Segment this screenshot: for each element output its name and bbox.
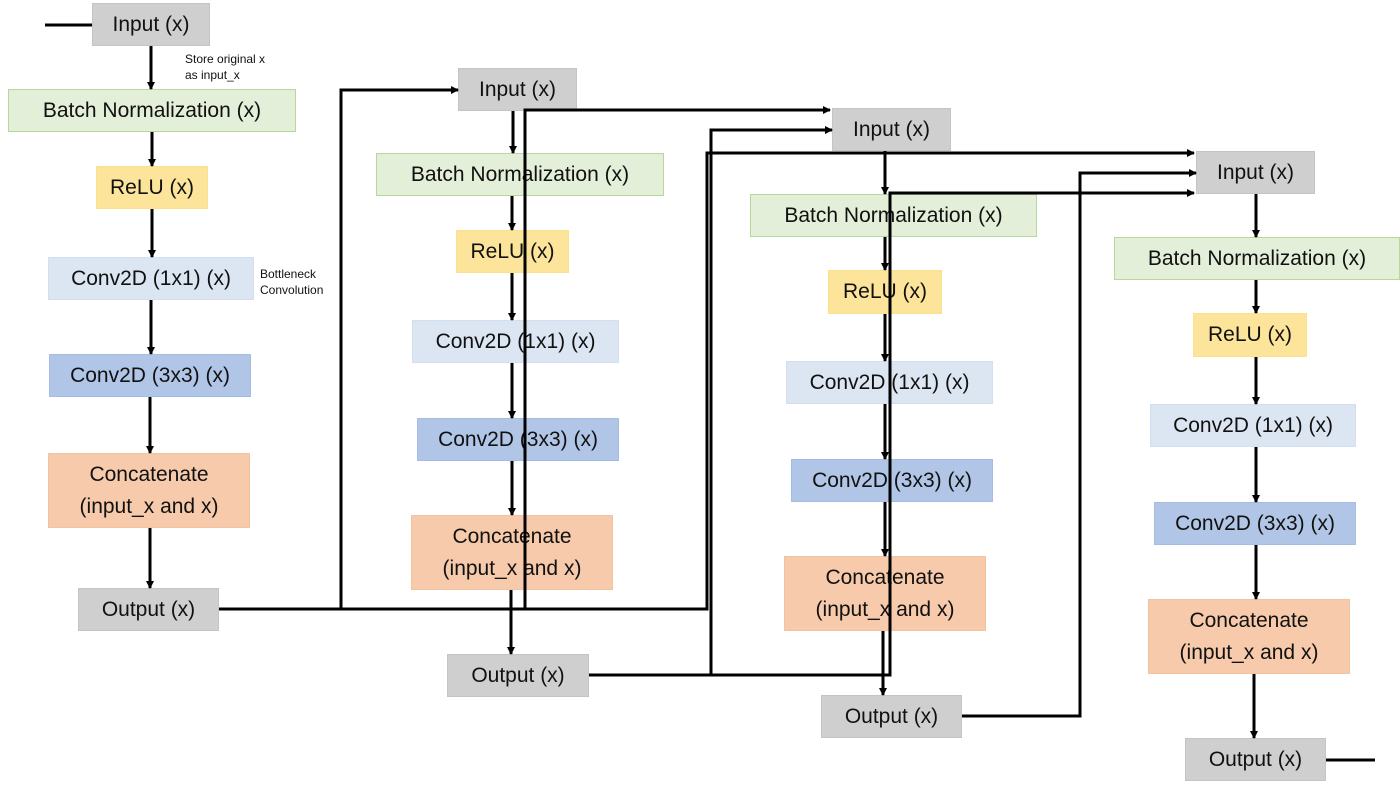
block1-concat-label-line1: Concatenate [89,463,209,486]
block2-output-node: Output (x) [447,654,589,697]
block1-relu-label: ReLU (x) [109,175,194,199]
block3-batch-norm-label: Batch Normalization (x) [784,203,1003,227]
block3-conv1x1-label: Conv2D (1x1) (x) [809,370,970,394]
block2-conv3x3-label: Conv2D (3x3) (x) [438,427,598,451]
block4-conv3x3-label: Conv2D (3x3) (x) [1175,511,1335,535]
block4-concat-label-line2: (input_x and x) [1179,640,1319,664]
block3-input-node: Input (x) [832,108,951,151]
block1-relu-node: ReLU (x) [96,166,208,209]
block4-relu-label: ReLU (x) [1207,323,1292,347]
block2-concat-label-line2: (input_x and x) [442,556,582,580]
block2-conv1x1-node: Conv2D (1x1) (x) [412,320,619,363]
block4-output-node: Output (x) [1185,738,1326,781]
block1-batch-norm-node: Batch Normalization (x) [8,89,296,132]
block4-batch-norm-node: Batch Normalization (x) [1114,237,1400,280]
block2-conv3x3-node: Conv2D (3x3) (x) [417,418,619,461]
block2-concat-node: Concatenate (input_x and x) [411,515,613,590]
block1-conv3x3-node: Conv2D (3x3) (x) [49,354,251,397]
block1-batch-norm-label: Batch Normalization (x) [42,98,262,122]
block3-batch-norm-node: Batch Normalization (x) [750,194,1037,237]
block4-relu-node: ReLU (x) [1193,313,1307,357]
block3-conv1x1-node: Conv2D (1x1) (x) [786,361,993,404]
block1-input-node: Input (x) [92,3,210,46]
block2-relu-node: ReLU (x) [456,230,569,273]
block3-output-label: Output (x) [844,704,939,728]
block2-output-label: Output (x) [471,663,565,687]
store-input-annotation-line2: as input_x [185,68,240,83]
block3-input-label: Input (x) [852,117,931,141]
block4-conv3x3-node: Conv2D (3x3) (x) [1154,502,1356,545]
block2-batch-norm-label: Batch Normalization (x) [410,162,630,186]
block1-output-label: Output (x) [101,597,196,621]
block3-concat-label-line1: Concatenate [825,566,945,589]
block3-relu-label: ReLU (x) [842,280,927,304]
block2-relu-label: ReLU (x) [470,239,555,263]
block4-batch-norm-label: Batch Normalization (x) [1147,246,1367,270]
block4-conv1x1-label: Conv2D (1x1) (x) [1173,413,1333,437]
store-input-annotation: Store original x as input_x [185,51,265,83]
block3-conv3x3-node: Conv2D (3x3) (x) [791,459,993,502]
store-input-annotation-line1: Store original x [185,52,266,66]
block2-concat-label-line1: Concatenate [452,525,572,548]
bottleneck-annotation-line1: Bottleneck [260,267,317,281]
block1-conv3x3-label: Conv2D (3x3) (x) [70,363,230,387]
block1-input-label: Input (x) [112,12,190,36]
block1-concat-label-line2: (input_x and x) [79,494,219,518]
block1-output-node: Output (x) [78,588,219,631]
block1-concat-node: Concatenate (input_x and x) [48,453,250,528]
block2-conv1x1-label: Conv2D (1x1) (x) [435,329,596,353]
block2-batch-norm-node: Batch Normalization (x) [376,153,664,196]
block4-conv1x1-node: Conv2D (1x1) (x) [1150,404,1356,447]
block3-concat-node: Concatenate (input_x and x) [784,556,986,631]
block1-conv1x1-node: Conv2D (1x1) (x) [48,257,254,300]
block4-concat-node: Concatenate (input_x and x) [1148,599,1350,674]
bottleneck-annotation: Bottleneck Convolution [260,266,323,298]
bottleneck-annotation-line2: Convolution [260,283,324,298]
block2-input-node: Input (x) [458,68,577,111]
block3-output-node: Output (x) [821,695,962,738]
block4-output-label: Output (x) [1208,747,1303,771]
block2-input-label: Input (x) [478,77,557,101]
block4-input-label: Input (x) [1216,160,1295,184]
block3-relu-node: ReLU (x) [828,270,942,314]
block4-input-node: Input (x) [1196,151,1315,194]
block4-concat-label-line1: Concatenate [1189,609,1309,632]
block3-conv3x3-label: Conv2D (3x3) (x) [812,468,972,492]
block3-concat-label-line2: (input_x and x) [815,597,955,621]
block1-conv1x1-label: Conv2D (1x1) (x) [71,266,231,290]
